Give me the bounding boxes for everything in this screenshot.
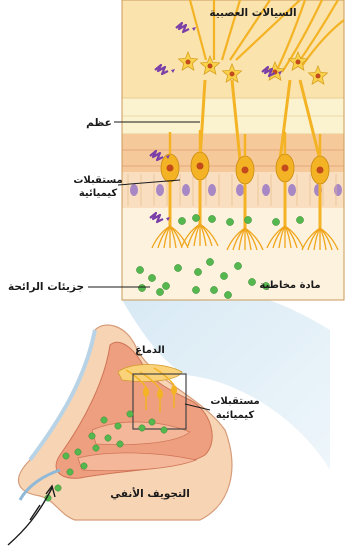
odor-molecule [220,272,227,279]
receptor-nucleus [197,163,204,170]
odor-molecule [63,453,69,459]
label-chemoreceptors-bottom-line1: مستقبلات [210,396,259,407]
odor-molecule [272,218,279,225]
label-bone: عظم [86,117,112,129]
supporting-cell-nucleus [262,184,270,196]
supporting-cell-nucleus [130,184,138,196]
odor-molecule [139,425,145,431]
odor-molecule [210,286,217,293]
odor-molecule [192,214,199,221]
supporting-cell-nucleus [208,184,216,196]
odor-molecule [136,266,143,273]
label-chemoreceptors-bottom-line2: كيميائية [216,410,255,421]
odor-molecule [67,469,73,475]
odor-molecule [117,441,123,447]
odor-molecule [206,258,213,265]
label-chemoreceptors-top-line2: كيميائية [79,188,118,199]
receptor-nucleus [167,165,174,172]
odor-molecule [248,278,255,285]
supporting-cell-nucleus [156,184,164,196]
odor-molecule [115,423,121,429]
label-mucus: مادة مخاطية [259,280,320,291]
inhaled-air-arrows [8,486,55,545]
odor-molecule [208,215,215,222]
mini-neuron [171,385,177,395]
receptor-nucleus [317,167,324,174]
odor-molecule [224,291,231,298]
odor-molecule [162,282,169,289]
supporting-cell-nucleus [288,184,296,196]
label-odor-molecules: جزيئات الرائحة [8,281,84,293]
mitral-cell-nucleus [316,74,321,79]
odor-molecule [138,284,145,291]
odor-molecule [192,286,199,293]
label-chemoreceptors-top-line1: مستقبلات [73,175,122,186]
air-arrow [30,505,40,520]
receptor-nucleus [282,165,289,172]
odor-molecule [161,427,167,433]
odor-molecule [148,274,155,281]
odor-molecule [174,264,181,271]
odor-molecule [81,463,87,469]
receptor-nucleus [242,167,249,174]
odor-molecule [149,419,155,425]
supporting-cell-nucleus [182,184,190,196]
supporting-cell-nucleus [334,184,342,196]
mitral-cell-nucleus [230,72,235,77]
odor-molecule [178,217,185,224]
epithelium-layer [122,172,344,208]
label-brain: الدماغ [135,345,165,356]
mitral-cell-nucleus [208,64,213,69]
odor-molecule [89,433,95,439]
odor-molecule [194,268,201,275]
odor-molecule [244,216,251,223]
odor-molecule [296,216,303,223]
odor-molecule [234,262,241,269]
mini-neuron [157,389,163,399]
odor-molecule [105,435,111,441]
odor-molecule [101,417,107,423]
odor-molecule [156,288,163,295]
odor-molecule [75,449,81,455]
odor-molecule [127,411,133,417]
mitral-cell-nucleus [296,60,301,65]
mini-neuron [143,387,149,397]
odor-molecule [93,445,99,451]
supporting-cell-nucleus [236,184,244,196]
label-nerve-signals: السيالات العصبية [209,7,296,19]
label-nasal-cavity: التجويف الأنفي [110,487,190,500]
odor-molecule [226,218,233,225]
odor-molecule [55,485,61,491]
mitral-cell-nucleus [186,60,191,65]
